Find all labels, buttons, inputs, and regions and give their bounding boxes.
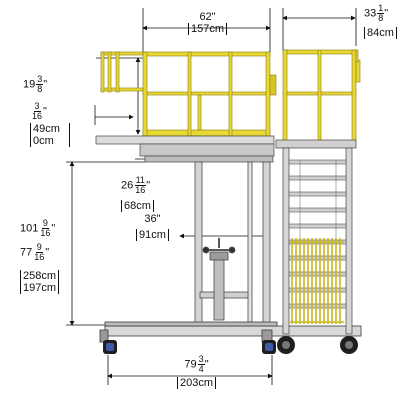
max-height-den: 16 (40, 228, 51, 238)
right-width-num: 1 (377, 3, 385, 14)
min-height-den: 16 (34, 252, 45, 262)
rail-height-unit: " (43, 78, 48, 91)
top-width-imperial: 62" (199, 11, 216, 23)
right-width-metric: 84cm (364, 27, 397, 39)
deck-drop-den: 16 (135, 185, 146, 195)
base-length-metric: 203cm (177, 377, 217, 389)
base-length-unit: " (204, 358, 209, 371)
rail-height-num: 3 (36, 74, 44, 85)
rail-gap-unit: " (43, 105, 47, 118)
wheel-icon (340, 336, 358, 354)
rail-gap-metric-a: 49cm (33, 123, 60, 135)
deck-drop-unit: " (146, 179, 151, 192)
lift-frame (194, 161, 271, 329)
rail-height-den: 8 (37, 84, 43, 94)
deck-drop-whole: 26 (121, 179, 134, 192)
height-metric-label: 258cm 197cm (20, 270, 60, 294)
deck-drop-num: 11 (134, 175, 146, 186)
base-chassis (99, 321, 362, 343)
rail-gap-num: 3 (33, 101, 41, 112)
platform-deck (95, 135, 275, 163)
top-width-metric: 157cm (188, 23, 228, 35)
inner-width-metric: 91cm (136, 229, 169, 241)
inner-width-imperial: 36" (144, 213, 161, 225)
right-width-den: 8 (378, 13, 384, 23)
inner-width-label: 36" 91cm (136, 213, 169, 241)
deck-drop-metric: 68cm (121, 200, 154, 212)
min-height-num: 9 (35, 242, 43, 253)
rail-gap-den: 16 (32, 111, 43, 121)
max-height-unit: " (51, 222, 56, 235)
height-metric-min: 197cm (23, 282, 57, 294)
right-width-unit: " (384, 7, 389, 20)
height-metric-max: 258cm (23, 270, 57, 282)
min-height-whole: 77 (20, 246, 33, 259)
caster-icon (262, 340, 276, 354)
min-height-unit: " (45, 246, 50, 259)
left-guard-rail (100, 51, 277, 137)
base-length-num: 3 (197, 354, 205, 365)
stair-tower (275, 49, 361, 335)
wheel-icon (277, 336, 295, 354)
base-length-den: 4 (198, 364, 204, 374)
rail-height-whole: 19 (23, 78, 36, 91)
wheel-icon (103, 340, 117, 354)
max-height-num: 9 (41, 218, 49, 229)
right-width-whole: 33 (364, 7, 377, 20)
top-width-label: 62" 157cm (188, 11, 228, 35)
max-height-whole: 101 (20, 222, 39, 235)
rail-gap-metric-b: 0cm (33, 135, 54, 147)
base-length-whole: 79 (184, 358, 197, 371)
